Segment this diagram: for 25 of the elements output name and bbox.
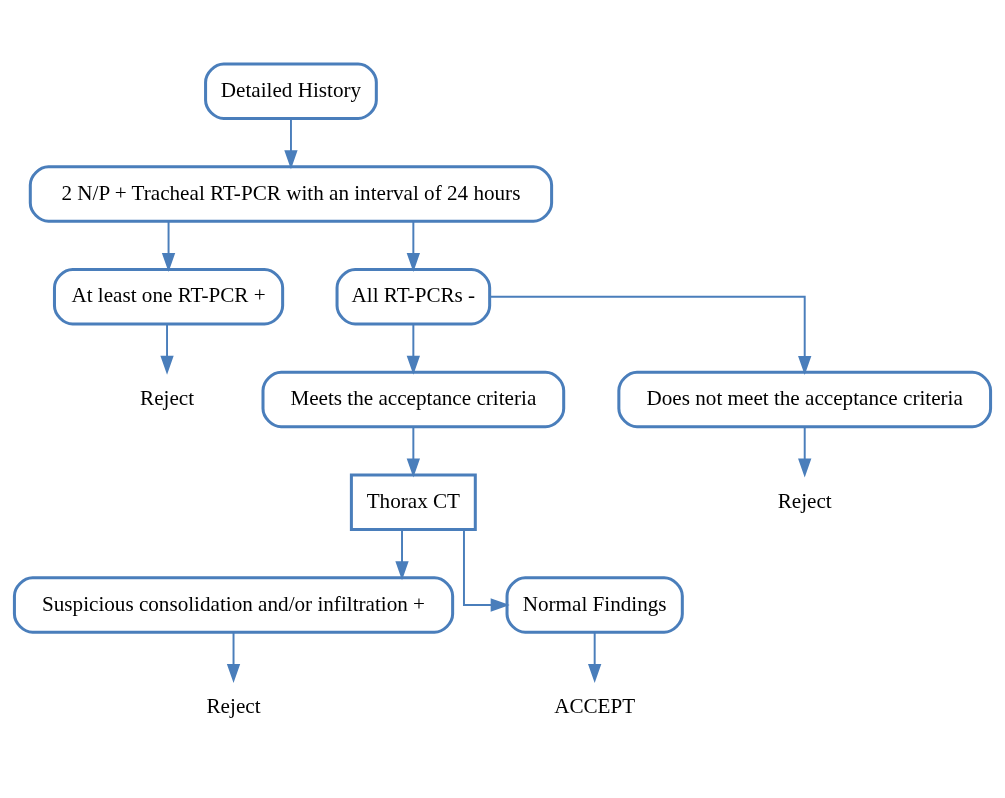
arrow [406,220,421,272]
arrow [226,631,241,683]
arrow [395,528,409,580]
node-text: ACCEPT [554,693,636,718]
node-text: Reject [777,488,832,513]
arrow [161,220,176,272]
arrow [588,631,602,683]
node-text: Reject [206,693,261,718]
arrow [463,528,510,612]
node-box: All RT-PCRs - [335,267,492,325]
node-box: At least one RT-PCR + [52,267,285,325]
arrow [406,425,421,478]
node-box: Does not meet the acceptance criteria [617,370,993,428]
node-box: Meets the acceptance criteria [261,370,566,428]
arrow [406,322,421,375]
arrow [160,322,174,375]
node-text: Reject [140,385,195,410]
node-box: Thorax CT [349,473,477,531]
node-box: Detailed History [204,62,378,120]
arrow [284,117,298,169]
arrow [488,295,812,375]
node-box: 2 N/P + Tracheal RT-PCR with an interval of 24 hours [28,164,554,223]
arrow [798,425,812,478]
node-box: Suspicious consolidation and/or infiltration + [12,575,455,634]
node-box: Normal Findings [505,575,684,634]
